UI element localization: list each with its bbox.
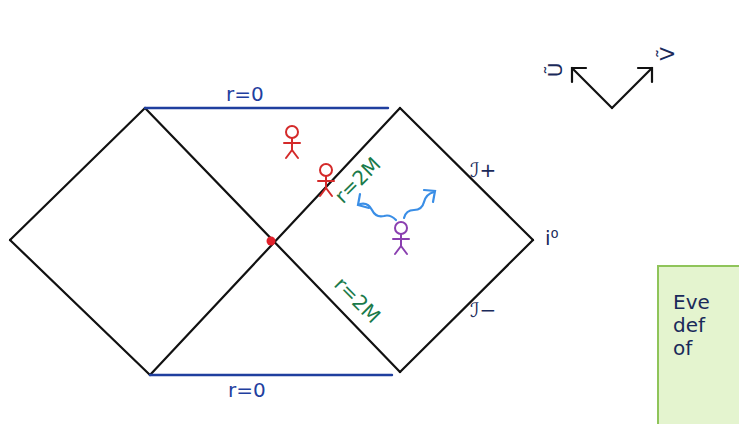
axis-label: Ṽ [657, 47, 677, 61]
axis-label: Ũ [545, 63, 565, 78]
null-infinity-label: ℐ− [470, 300, 496, 320]
spatial-infinity-label: i⁰ [545, 228, 559, 248]
null-infinity-label: ℐ+ [470, 160, 496, 180]
singularity-label: r=0 [228, 380, 266, 400]
horizon-label: r=2M [331, 273, 384, 326]
singularity-label: r=0 [226, 84, 264, 104]
horizon-label: r=2M [331, 153, 384, 206]
note-box: Eve def of [657, 265, 739, 424]
note-text: Eve def of [673, 291, 717, 360]
